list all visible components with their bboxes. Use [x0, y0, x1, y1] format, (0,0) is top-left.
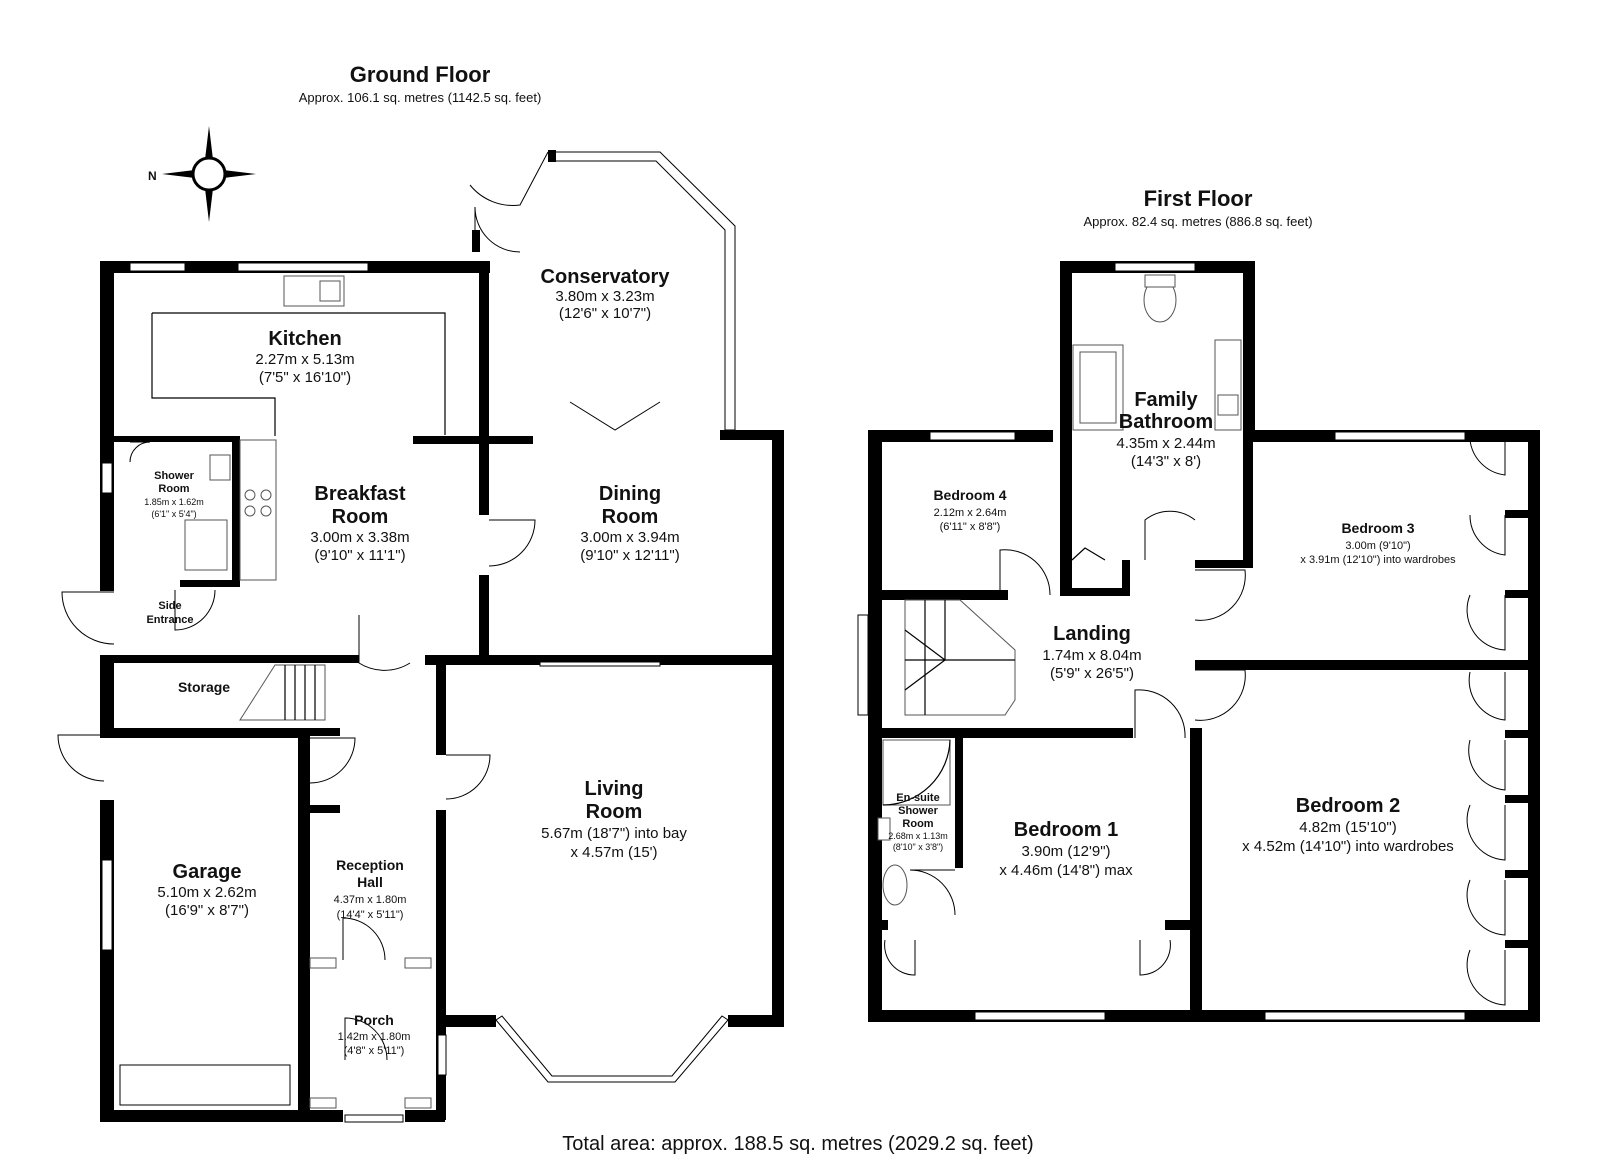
bedroom-1-dim1: 3.90m (12'9") — [1021, 843, 1110, 860]
ground-floor-fittings — [151, 275, 446, 1109]
breakfast-room-dim1: 3.00m x 3.38m — [310, 529, 409, 546]
garage-dim2: (16'9" x 8'7") — [165, 902, 249, 919]
dining-room-name1: Dining — [599, 483, 661, 505]
room-kitchen: Kitchen 2.27m x 5.13m (7'5" x 16'10") — [255, 328, 354, 386]
room-bedroom-1: Bedroom 1 3.90m (12'9") x 4.46m (14'8") … — [999, 819, 1133, 879]
porch-dim2: (4'8" x 5'11") — [344, 1045, 405, 1057]
reception-hall-dim2: (14'4" x 5'11") — [337, 909, 404, 921]
room-landing: Landing 1.74m x 8.04m (5'9" x 26'5") — [1042, 623, 1141, 682]
room-breakfast-room: Breakfast Room 3.00m x 3.38m (9'10" x 11… — [310, 483, 409, 564]
bedroom-3-dim2: x 3.91m (12'10") into wardrobes — [1300, 554, 1456, 566]
ground-floor-walls — [100, 261, 784, 1122]
first-floor-area: Approx. 82.4 sq. metres (886.8 sq. feet) — [1083, 214, 1312, 229]
room-bedroom-4: Bedroom 4 2.12m x 2.64m (6'11" x 8'8") — [933, 487, 1006, 533]
conservatory-dim1: 3.80m x 3.23m — [555, 288, 654, 305]
ensuite-dim2: (8'10" x 3'8") — [893, 842, 943, 852]
first-floor-windows — [857, 262, 1466, 1021]
ground-floor-title: Ground Floor — [350, 62, 491, 87]
conservatory-name: Conservatory — [541, 266, 671, 288]
first-floor-doors — [884, 439, 1506, 1006]
bedroom-2-name: Bedroom 2 — [1296, 795, 1400, 817]
living-room-dim1: 5.67m (18'7") into bay — [541, 825, 687, 842]
kitchen-name: Kitchen — [268, 328, 341, 350]
room-garage: Garage 5.10m x 2.62m (16'9" x 8'7") — [157, 861, 256, 919]
porch-dim1: 1.42m x 1.80m — [338, 1031, 411, 1043]
room-bedroom-3: Bedroom 3 3.00m (9'10") x 3.91m (12'10")… — [1300, 520, 1456, 566]
family-bathroom-dim2: (14'3" x 8') — [1131, 453, 1201, 470]
landing-dim1: 1.74m x 8.04m — [1042, 647, 1141, 664]
ground-floor-doors — [57, 151, 661, 1061]
bedroom-3-name: Bedroom 3 — [1341, 520, 1414, 536]
shower-room-name2: Room — [158, 483, 189, 495]
bedroom-4-dim1: 2.12m x 2.64m — [934, 507, 1007, 519]
room-living-room: Living Room 5.67m (18'7") into bay x 4.5… — [541, 778, 687, 861]
shower-room-dim1: 1.85m x 1.62m — [144, 497, 204, 507]
breakfast-room-dim2: (9'10" x 11'1") — [314, 547, 405, 564]
bedroom-4-name: Bedroom 4 — [933, 487, 1006, 503]
ensuite-dim1: 2.68m x 1.13m — [888, 831, 948, 841]
ensuite-name2: Shower — [898, 805, 938, 817]
garage-name: Garage — [173, 861, 242, 883]
ground-floor-windows — [101, 150, 736, 1123]
living-room-dim2: x 4.57m (15') — [570, 844, 657, 861]
living-room-name2: Room — [586, 801, 643, 823]
room-reception-hall: Reception Hall 4.37m x 1.80m (14'4" x 5'… — [334, 857, 407, 921]
porch-name: Porch — [354, 1012, 394, 1028]
ground-floor-area: Approx. 106.1 sq. metres (1142.5 sq. fee… — [299, 90, 542, 105]
dining-room-dim2: (9'10" x 12'11") — [580, 547, 680, 564]
room-dining-room: Dining Room 3.00m x 3.94m (9'10" x 12'11… — [580, 483, 680, 564]
conservatory-dim2: (12'6" x 10'7") — [559, 305, 651, 322]
storage-name: Storage — [178, 679, 230, 695]
room-conservatory: Conservatory 3.80m x 3.23m (12'6" x 10'7… — [541, 266, 671, 322]
bedroom-2-dim2: x 4.52m (14'10") into wardrobes — [1242, 838, 1454, 855]
first-floor-title: First Floor — [1144, 186, 1253, 211]
kitchen-dim2: (7'5" x 16'10") — [259, 369, 351, 386]
family-bathroom-dim1: 4.35m x 2.44m — [1116, 435, 1215, 452]
room-side-entrance: Side Entrance — [146, 600, 193, 626]
bedroom-1-dim2: x 4.46m (14'8") max — [999, 862, 1133, 879]
kitchen-dim1: 2.27m x 5.13m — [255, 351, 354, 368]
dining-room-dim1: 3.00m x 3.94m — [580, 529, 679, 546]
reception-hall-name1: Reception — [336, 857, 404, 873]
room-family-bathroom: Family Bathroom 4.35m x 2.44m (14'3" x 8… — [1116, 389, 1215, 470]
breakfast-room-name2: Room — [332, 506, 389, 528]
bedroom-4-dim2: (6'11" x 8'8") — [940, 521, 1001, 533]
bedroom-1-name: Bedroom 1 — [1014, 819, 1118, 841]
ensuite-name1: En-suite — [896, 792, 939, 804]
bedroom-3-dim1: 3.00m (9'10") — [1345, 540, 1410, 552]
living-room-name1: Living — [585, 778, 644, 800]
landing-dim2: (5'9" x 26'5") — [1050, 665, 1134, 682]
landing-name: Landing — [1053, 623, 1131, 645]
compass-north-label: N — [148, 169, 157, 183]
reception-hall-name2: Hall — [357, 874, 383, 890]
side-entrance-name2: Entrance — [146, 614, 193, 626]
room-porch: Porch 1.42m x 1.80m (4'8" x 5'11") — [338, 1012, 411, 1057]
room-shower-room: Shower Room 1.85m x 1.62m (6'1" x 5'4") — [144, 470, 204, 519]
side-entrance-name1: Side — [158, 600, 181, 612]
reception-hall-dim1: 4.37m x 1.80m — [334, 894, 407, 906]
total-area: Total area: approx. 188.5 sq. metres (20… — [562, 1133, 1033, 1155]
dining-room-name2: Room — [602, 506, 659, 528]
bedroom-2-dim1: 4.82m (15'10") — [1299, 819, 1396, 836]
ensuite-name3: Room — [902, 818, 933, 830]
breakfast-room-name1: Breakfast — [314, 483, 406, 505]
family-bathroom-name1: Family — [1134, 389, 1198, 411]
first-floor-fittings — [877, 274, 1242, 906]
family-bathroom-name2: Bathroom — [1119, 411, 1213, 433]
shower-room-name1: Shower — [154, 470, 194, 482]
room-bedroom-2: Bedroom 2 4.82m (15'10") x 4.52m (14'10"… — [1242, 795, 1454, 855]
garage-dim1: 5.10m x 2.62m — [157, 884, 256, 901]
compass-icon: N — [148, 126, 256, 222]
room-ensuite: En-suite Shower Room 2.68m x 1.13m (8'10… — [888, 792, 948, 852]
shower-room-dim2: (6'1" x 5'4") — [151, 509, 196, 519]
room-storage: Storage — [178, 679, 230, 695]
